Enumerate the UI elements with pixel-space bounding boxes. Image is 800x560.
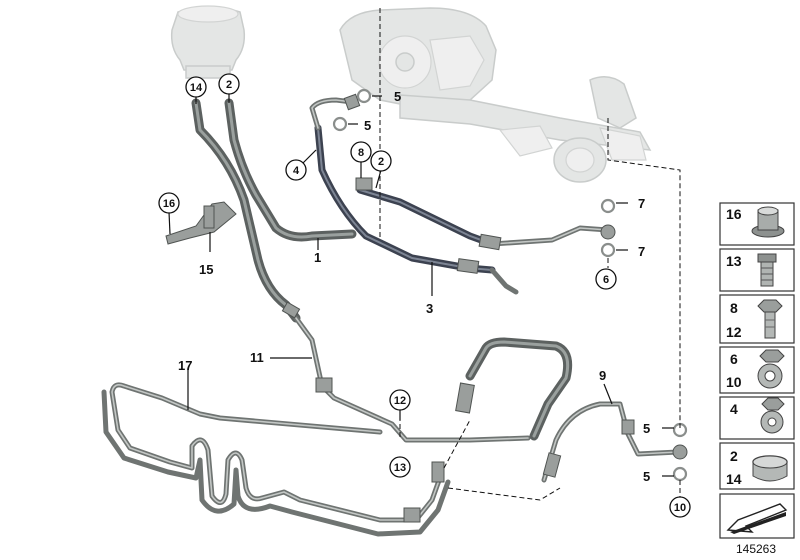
callout-8-label: 8	[358, 147, 364, 159]
label-5-lower: 5	[643, 421, 650, 436]
banjo-bolt-icon	[757, 349, 785, 389]
callout-4-label: 4	[293, 165, 300, 177]
panel-4-number: 4	[730, 401, 738, 417]
label-7-top: 7	[638, 196, 645, 211]
guide-lines	[379, 8, 681, 501]
label-5-bottom: 5	[643, 469, 650, 484]
callout-16[interactable]: 16	[158, 192, 180, 214]
callout-2-top[interactable]: 2	[218, 73, 240, 95]
callout-12[interactable]: 12	[389, 389, 411, 411]
label-15: 15	[199, 262, 213, 277]
sealing-rings	[332, 88, 688, 482]
hollow-bolt-collar-icon	[751, 206, 785, 238]
panel-10-number: 10	[726, 374, 742, 390]
label-17: 17	[178, 358, 192, 373]
panel-item-arrow[interactable]	[719, 493, 795, 539]
panel-16-number: 16	[726, 206, 742, 222]
callout-4[interactable]: 4	[285, 159, 307, 181]
callout-2-mid-label: 2	[378, 156, 384, 168]
callout-6[interactable]: 6	[595, 268, 617, 290]
hollow-screw-icon	[757, 253, 777, 287]
callout-13-label: 13	[394, 462, 406, 474]
panel-14-number: 14	[726, 471, 742, 487]
panel-item-2-14[interactable]: 2 14	[719, 442, 795, 490]
hose-clamp-icon	[752, 455, 788, 482]
label-7-bottom: 7	[638, 244, 645, 259]
panel-13-number: 13	[726, 253, 742, 269]
callout-16-label: 16	[163, 198, 175, 210]
panel-item-6-10[interactable]: 6 10	[719, 346, 795, 394]
panel-6-number: 6	[730, 351, 738, 367]
leader-lines	[168, 93, 674, 477]
hex-bolt-icon	[757, 299, 783, 339]
side-panel: 16 13 8 12	[719, 202, 795, 539]
cooler-pipe-9[interactable]	[541, 401, 688, 483]
callout-10-label: 10	[674, 502, 686, 514]
label-5-mid: 5	[364, 118, 371, 133]
cooler-17[interactable]	[101, 382, 451, 537]
hose-1[interactable]	[224, 98, 357, 242]
callout-14-label: 14	[190, 82, 203, 94]
panel-item-16[interactable]: 16	[719, 202, 795, 246]
panel-item-13[interactable]: 13	[719, 248, 795, 292]
return-hose[interactable]	[455, 337, 573, 441]
callout-13[interactable]: 13	[389, 456, 411, 478]
callout-8[interactable]: 8	[350, 141, 372, 163]
callout-2-mid[interactable]: 2	[370, 150, 392, 172]
label-3: 3	[426, 301, 433, 316]
label-9: 9	[599, 368, 606, 383]
panel-2-number: 2	[730, 448, 738, 464]
panel-item-4[interactable]: 4	[719, 396, 795, 440]
hose-11[interactable]	[191, 98, 531, 443]
label-11: 11	[250, 350, 264, 365]
banjo-fitting-icon	[760, 397, 785, 434]
reservoir-ghost	[170, 5, 246, 79]
callout-6-label: 6	[603, 274, 609, 286]
panel-12-number: 12	[726, 324, 742, 340]
panel-item-8-12[interactable]: 8 12	[719, 294, 795, 344]
callout-14[interactable]: 14	[185, 76, 207, 98]
label-1: 1	[314, 250, 321, 265]
arrow-icon	[726, 503, 788, 534]
bracket-15[interactable]	[165, 201, 237, 245]
callout-12-label: 12	[394, 395, 406, 407]
panel-8-number: 8	[730, 300, 738, 316]
label-5-top: 5	[394, 89, 401, 104]
diagram-id: 145263	[736, 542, 776, 556]
callout-10[interactable]: 10	[669, 496, 691, 518]
steering-rack-ghost	[339, 7, 652, 183]
callout-2-top-label: 2	[226, 79, 232, 91]
